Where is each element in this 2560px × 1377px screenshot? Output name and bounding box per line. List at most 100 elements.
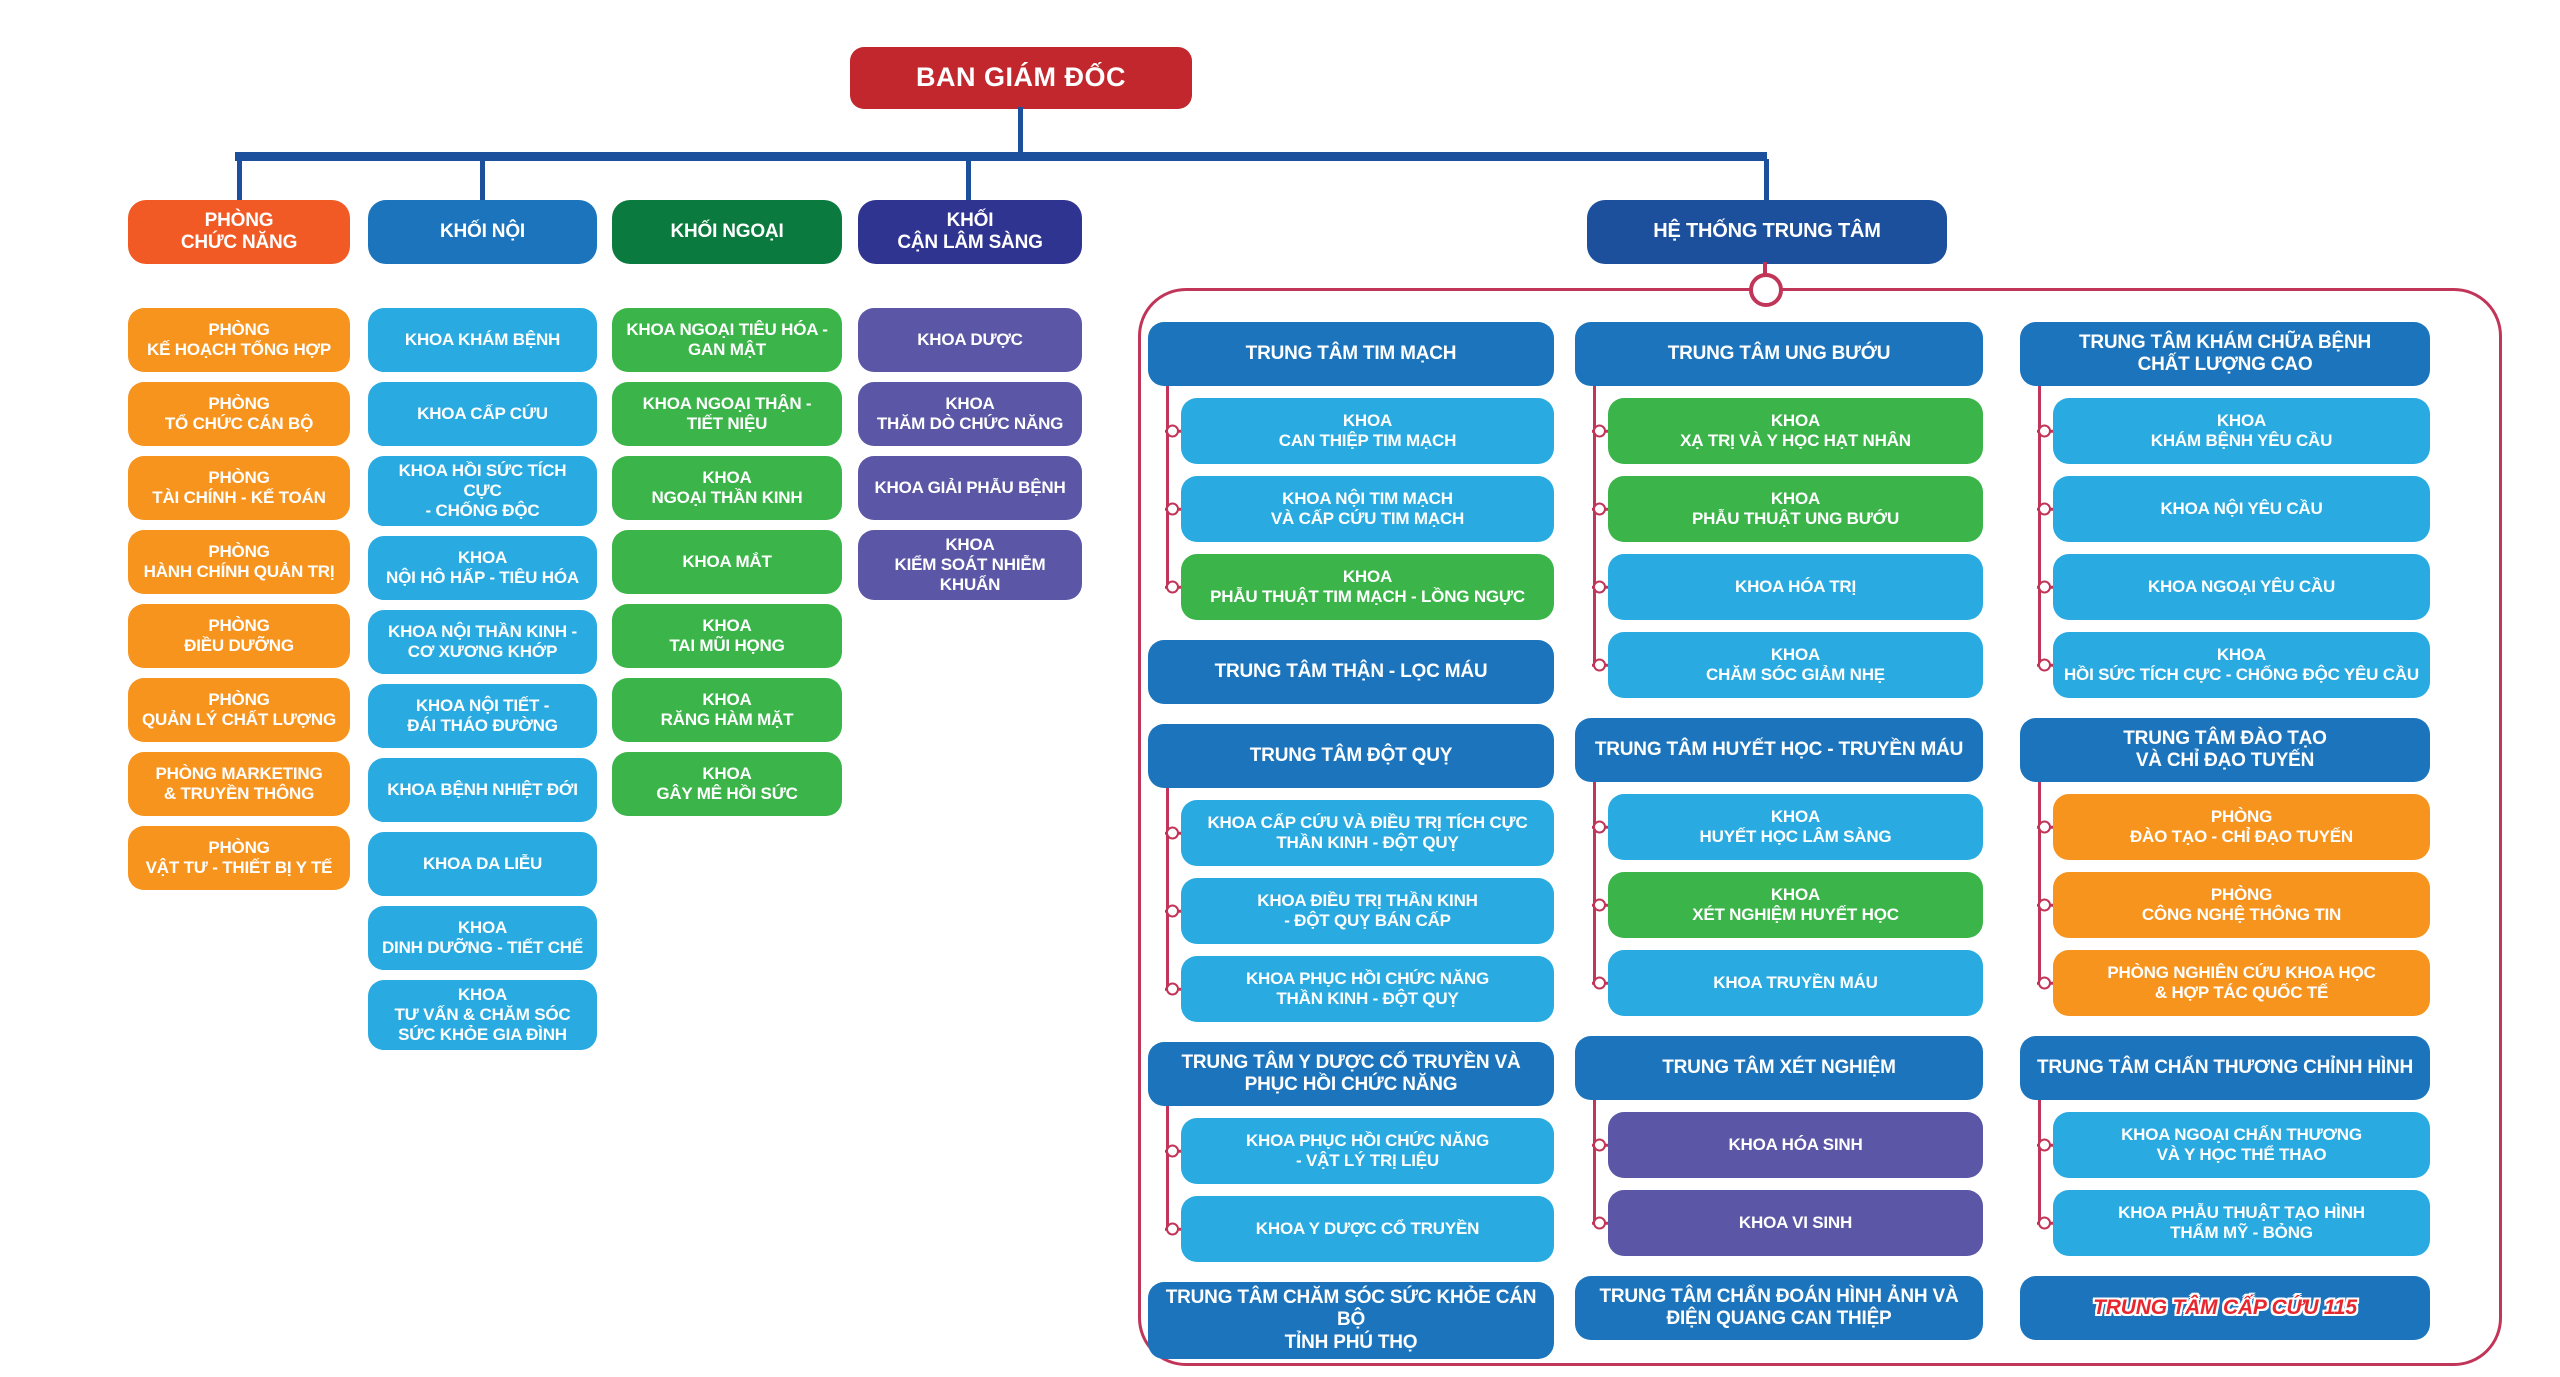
group-items-khoi-noi: KHOA KHÁM BỆNH KHOA CẤP CỨU KHOA HỒI SỨC T… bbox=[368, 308, 597, 1051]
dept-box: KHOA KHÁM BỆNH bbox=[368, 308, 597, 372]
connector-node-circle bbox=[1749, 273, 1783, 307]
center-system-header-box: HỆ THỐNG TRUNG TÂM bbox=[1587, 200, 1947, 264]
connector-drop-khoi-noi bbox=[480, 159, 485, 201]
connector-drop-phong-chuc-nang bbox=[237, 159, 242, 201]
dept-box: KHOA HỒI SỨC TÍCH CỰC - CHỐNG ĐỘC bbox=[368, 456, 597, 527]
dept-box: KHOA GÂY MÊ HỒI SỨC bbox=[612, 752, 842, 816]
dept-box: KHOA CẤP CỨU bbox=[368, 382, 597, 446]
center-section: TRUNG TÂM Y DƯỢC CỔ TRUYỀN VÀ PHỤC HỒI C… bbox=[1148, 1042, 1554, 1262]
dept-box: KHOA GIẢI PHẪU BỆNH bbox=[858, 456, 1082, 520]
dept-box: KHOA TAI MŨI HỌNG bbox=[612, 604, 842, 668]
dept-box: PHÒNG MARKETING & TRUYỀN THÔNG bbox=[128, 752, 350, 816]
dept-box: PHÒNG VẬT TƯ - THIẾT BỊ Y TẾ bbox=[128, 826, 350, 890]
center-section: TRUNG TÂM XÉT NGHIỆM KHOA HÓA SINH KHOA VI… bbox=[1575, 1036, 1983, 1256]
group-items-phong-chuc-nang: PHÒNG KẾ HOẠCH TỔNG HỢP PHÒNG TỔ CHỨC CÁN… bbox=[128, 308, 350, 890]
dept-box: KHOA HỒI SỨC TÍCH CỰC - CHỐNG ĐỘC YÊU CẦ… bbox=[2053, 632, 2430, 698]
center-system-frame bbox=[1138, 288, 2502, 1366]
center-header-box: TRUNG TÂM CHẤN THƯƠNG CHỈNH HÌNH bbox=[2020, 1036, 2430, 1100]
dept-box: KHOA TRUYỀN MÁU bbox=[1608, 950, 1983, 1016]
dept-box: KHOA PHẪU THUẬT UNG BƯỚU bbox=[1608, 476, 1983, 542]
dept-box: KHOA KHÁM BỆNH YÊU CẦU bbox=[2053, 398, 2430, 464]
dept-box: KHOA HUYẾT HỌC LÂM SÀNG bbox=[1608, 794, 1983, 860]
connector-horizontal-bar bbox=[235, 152, 1767, 161]
center-section-children: KHOA PHỤC HỒI CHỨC NĂNG - VẬT LÝ TRỊ LIỆ… bbox=[1166, 1106, 1554, 1262]
dept-box: PHÒNG TỔ CHỨC CÁN BỘ bbox=[128, 382, 350, 446]
connector-drop-khoi-can-lam-sang bbox=[966, 159, 971, 201]
dept-box: KHOA NGOẠI THẦN KINH bbox=[612, 456, 842, 520]
dept-box: KHOA NỘI THẦN KINH - CƠ XƯƠNG KHỚP bbox=[368, 610, 597, 675]
dept-box: KHOA NỘI TIM MẠCH VÀ CẤP CỨU TIM MẠCH bbox=[1181, 476, 1554, 542]
dept-box: KHOA DA LIỄU bbox=[368, 832, 597, 897]
center-section: TRUNG TÂM CHĂM SÓC SỨC KHỎE CÁN BỘ TỈNH … bbox=[1148, 1282, 1554, 1360]
center-section: TRUNG TÂM ĐỘT QUỴ KHOA CẤP CỨU VÀ ĐIỀU TR… bbox=[1148, 724, 1554, 1022]
dept-box: PHÒNG KẾ HOẠCH TỔNG HỢP bbox=[128, 308, 350, 372]
dept-box: PHÒNG ĐIỀU DƯỠNG bbox=[128, 604, 350, 668]
center-section: TRUNG TÂM CẤP CỨU 115 bbox=[2020, 1276, 2430, 1340]
group-header-phong-chuc-nang: PHÒNG CHỨC NĂNG bbox=[128, 200, 350, 264]
dept-box: KHOA KIỂM SOÁT NHIỄM KHUẨN bbox=[858, 530, 1082, 601]
center-section: TRUNG TÂM THẬN - LỌC MÁU bbox=[1148, 640, 1554, 704]
center-header-box: TRUNG TÂM ĐỘT QUỴ bbox=[1148, 724, 1554, 788]
dept-box: KHOA ĐIỀU TRỊ THẦN KINH - ĐỘT QUỴ BÁN CẤ… bbox=[1181, 878, 1554, 944]
center-header-box: TRUNG TÂM Y DƯỢC CỔ TRUYỀN VÀ PHỤC HỒI C… bbox=[1148, 1042, 1554, 1106]
dept-box: KHOA PHỤC HỒI CHỨC NĂNG - VẬT LÝ TRỊ LIỆ… bbox=[1181, 1118, 1554, 1184]
dept-box: KHOA DƯỢC bbox=[858, 308, 1082, 372]
dept-box: KHOA NỘI TIẾT - ĐÁI THÁO ĐƯỜNG bbox=[368, 684, 597, 749]
connector-center-vertical bbox=[1763, 262, 1767, 276]
group-header-khoi-noi: KHỐI NỘI bbox=[368, 200, 597, 264]
center-header-box: TRUNG TÂM THẬN - LỌC MÁU bbox=[1148, 640, 1554, 704]
connector-drop-he-thong-trung-tam bbox=[1764, 159, 1769, 201]
dept-box: KHOA HÓA TRỊ bbox=[1608, 554, 1983, 620]
dept-box: KHOA NGOẠI CHẤN THƯƠNG VÀ Y HỌC THỂ THAO bbox=[2053, 1112, 2430, 1178]
dept-box: KHOA RĂNG HÀM MẶT bbox=[612, 678, 842, 742]
center-section-children: KHOA NGOẠI CHẤN THƯƠNG VÀ Y HỌC THỂ THAO… bbox=[2038, 1100, 2430, 1256]
dept-box: KHOA TƯ VẤN & CHĂM SÓC SỨC KHỎE GIA ĐÌNH bbox=[368, 980, 597, 1051]
center-header-box: TRUNG TÂM UNG BƯỚU bbox=[1575, 322, 1983, 386]
dept-box: KHOA XÉT NGHIỆM HUYẾT HỌC bbox=[1608, 872, 1983, 938]
dept-box: KHOA NỘI HÔ HẤP - TIÊU HÓA bbox=[368, 536, 597, 601]
center-header-box: TRUNG TÂM TIM MẠCH bbox=[1148, 322, 1554, 386]
center-section-children: KHOA KHÁM BỆNH YÊU CẦU KHOA NỘI YÊU CẦU KH… bbox=[2038, 386, 2430, 698]
dept-box: KHOA Y DƯỢC CỔ TRUYỀN bbox=[1181, 1196, 1554, 1262]
dept-box: KHOA VI SINH bbox=[1608, 1190, 1983, 1256]
group-items-khoi-ngoai: KHOA NGOẠI TIÊU HÓA - GAN MẬT KHOA NGOẠI … bbox=[612, 308, 842, 816]
group-header-khoi-can-lam-sang: KHỐI CẬN LÂM SÀNG bbox=[858, 200, 1082, 264]
center-header-box: TRUNG TÂM CHẨN ĐOÁN HÌNH ẢNH VÀ ĐIỆN QUA… bbox=[1575, 1276, 1983, 1340]
connector-title-vertical bbox=[1018, 107, 1023, 153]
dept-box: PHÒNG QUẢN LÝ CHẤT LƯỢNG bbox=[128, 678, 350, 742]
dept-box: KHOA MẮT bbox=[612, 530, 842, 594]
center-header-box: TRUNG TÂM CHĂM SÓC SỨC KHỎE CÁN BỘ TỈNH … bbox=[1148, 1282, 1554, 1360]
dept-box: PHÒNG CÔNG NGHỆ THÔNG TIN bbox=[2053, 872, 2430, 938]
dept-box: KHOA NGOẠI YÊU CẦU bbox=[2053, 554, 2430, 620]
dept-box: PHÒNG NGHIÊN CỨU KHOA HỌC & HỢP TÁC QUỐC… bbox=[2053, 950, 2430, 1016]
center-header-box: TRUNG TÂM KHÁM CHỮA BỆNH CHẤT LƯỢNG CAO bbox=[2020, 322, 2430, 386]
dept-box: PHÒNG TÀI CHÍNH - KẾ TOÁN bbox=[128, 456, 350, 520]
dept-box: KHOA CẤP CỨU VÀ ĐIỀU TRỊ TÍCH CỰC THẦN K… bbox=[1181, 800, 1554, 866]
dept-box: KHOA CHĂM SÓC GIẢM NHẸ bbox=[1608, 632, 1983, 698]
center-section: TRUNG TÂM CHẨN ĐOÁN HÌNH ẢNH VÀ ĐIỆN QUA… bbox=[1575, 1276, 1983, 1340]
board-of-directors-box: BAN GIÁM ĐỐC bbox=[850, 47, 1192, 109]
dept-box: KHOA NỘI YÊU CẦU bbox=[2053, 476, 2430, 542]
dept-box: KHOA BỆNH NHIỆT ĐỚI bbox=[368, 758, 597, 823]
center-header-box: TRUNG TÂM CẤP CỨU 115 bbox=[2020, 1276, 2430, 1340]
dept-box: KHOA NGOẠI TIÊU HÓA - GAN MẬT bbox=[612, 308, 842, 372]
center-header-box: TRUNG TÂM XÉT NGHIỆM bbox=[1575, 1036, 1983, 1100]
dept-box: KHOA HÓA SINH bbox=[1608, 1112, 1983, 1178]
center-section-children: KHOA HÓA SINH KHOA VI SINH bbox=[1593, 1100, 1983, 1256]
dept-box: KHOA NGOẠI THẬN - TIẾT NIỆU bbox=[612, 382, 842, 446]
dept-box: KHOA PHẪU THUẬT TẠO HÌNH THẨM MỸ - BỎNG bbox=[2053, 1190, 2430, 1256]
